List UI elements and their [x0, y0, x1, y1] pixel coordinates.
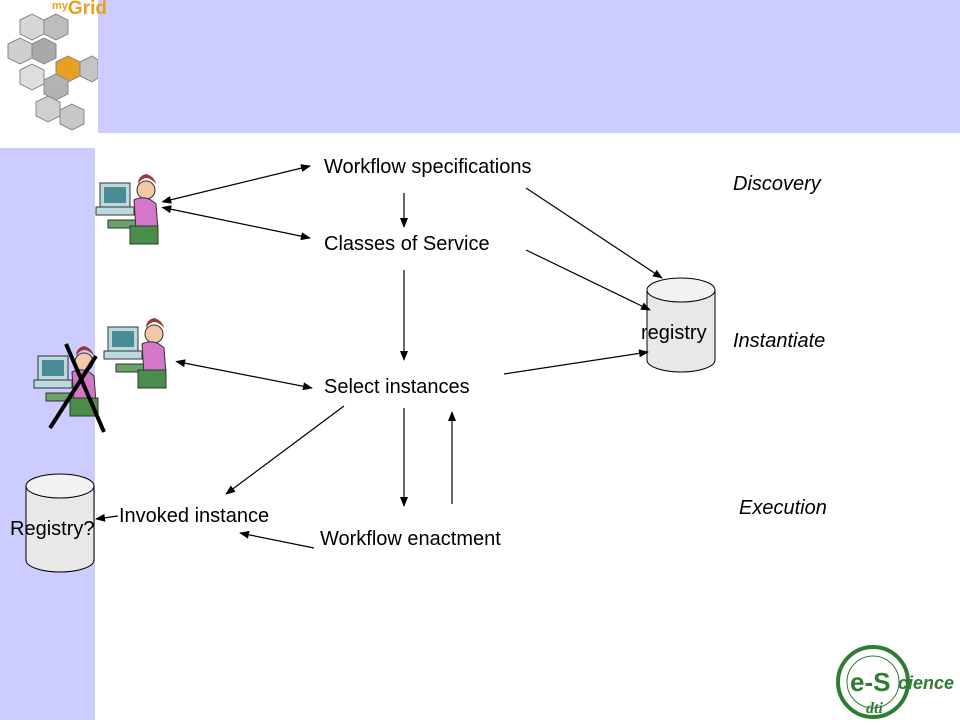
node-classes-of-service: Classes of Service	[324, 233, 490, 255]
arrow-select-to-registry	[503, 349, 649, 375]
arrow-user2-select-instances	[175, 359, 313, 391]
arrow-select-to-invoked	[225, 405, 345, 495]
arrow-user1-workflow-specs	[161, 164, 311, 204]
logo-my: my	[52, 0, 68, 12]
crossed-out-user-icon	[33, 343, 106, 433]
arrow-specs-to-registry	[525, 187, 663, 279]
escience-dti: dti	[866, 700, 883, 717]
phase-instantiate: Instantiate	[733, 330, 826, 352]
node-workflow-enactment: Workflow enactment	[320, 528, 501, 550]
node-invoked-instance: Invoked instance	[119, 505, 270, 527]
left-band	[0, 133, 95, 720]
registry-cylinder	[646, 277, 716, 373]
node-select-instances: Select instances	[324, 376, 470, 398]
escience-seal-icon: e-S cience dti	[836, 645, 954, 719]
phase-execution: Execution	[739, 497, 827, 519]
arrow-classes-to-registry	[525, 249, 651, 311]
registry-label: registry	[641, 322, 707, 344]
logo-grid: Grid	[67, 0, 107, 19]
user-computer-icon-2	[103, 318, 167, 389]
user-computer-icon-1	[95, 174, 159, 245]
arrow-user1-classes-of-service	[161, 205, 311, 241]
node-workflow-specifications: Workflow specifications	[324, 156, 532, 178]
escience-logo: e-S cience dti	[836, 645, 960, 725]
registry-question-label: Registry?	[10, 518, 95, 540]
hexagon-cluster-icon	[7, 13, 98, 131]
arrow-invoked-to-registry	[95, 513, 119, 522]
escience-e-s: e-S	[850, 667, 890, 697]
escience-cience: cience	[898, 673, 954, 693]
registry-question-cylinder	[25, 473, 95, 573]
mygrid-logo: myGrid	[0, 0, 107, 148]
phase-discovery: Discovery	[733, 173, 821, 195]
header-band	[0, 0, 960, 133]
arrow-enactment-to-invoked	[239, 530, 315, 549]
mygrid-wordmark: myGrid	[52, 0, 107, 20]
